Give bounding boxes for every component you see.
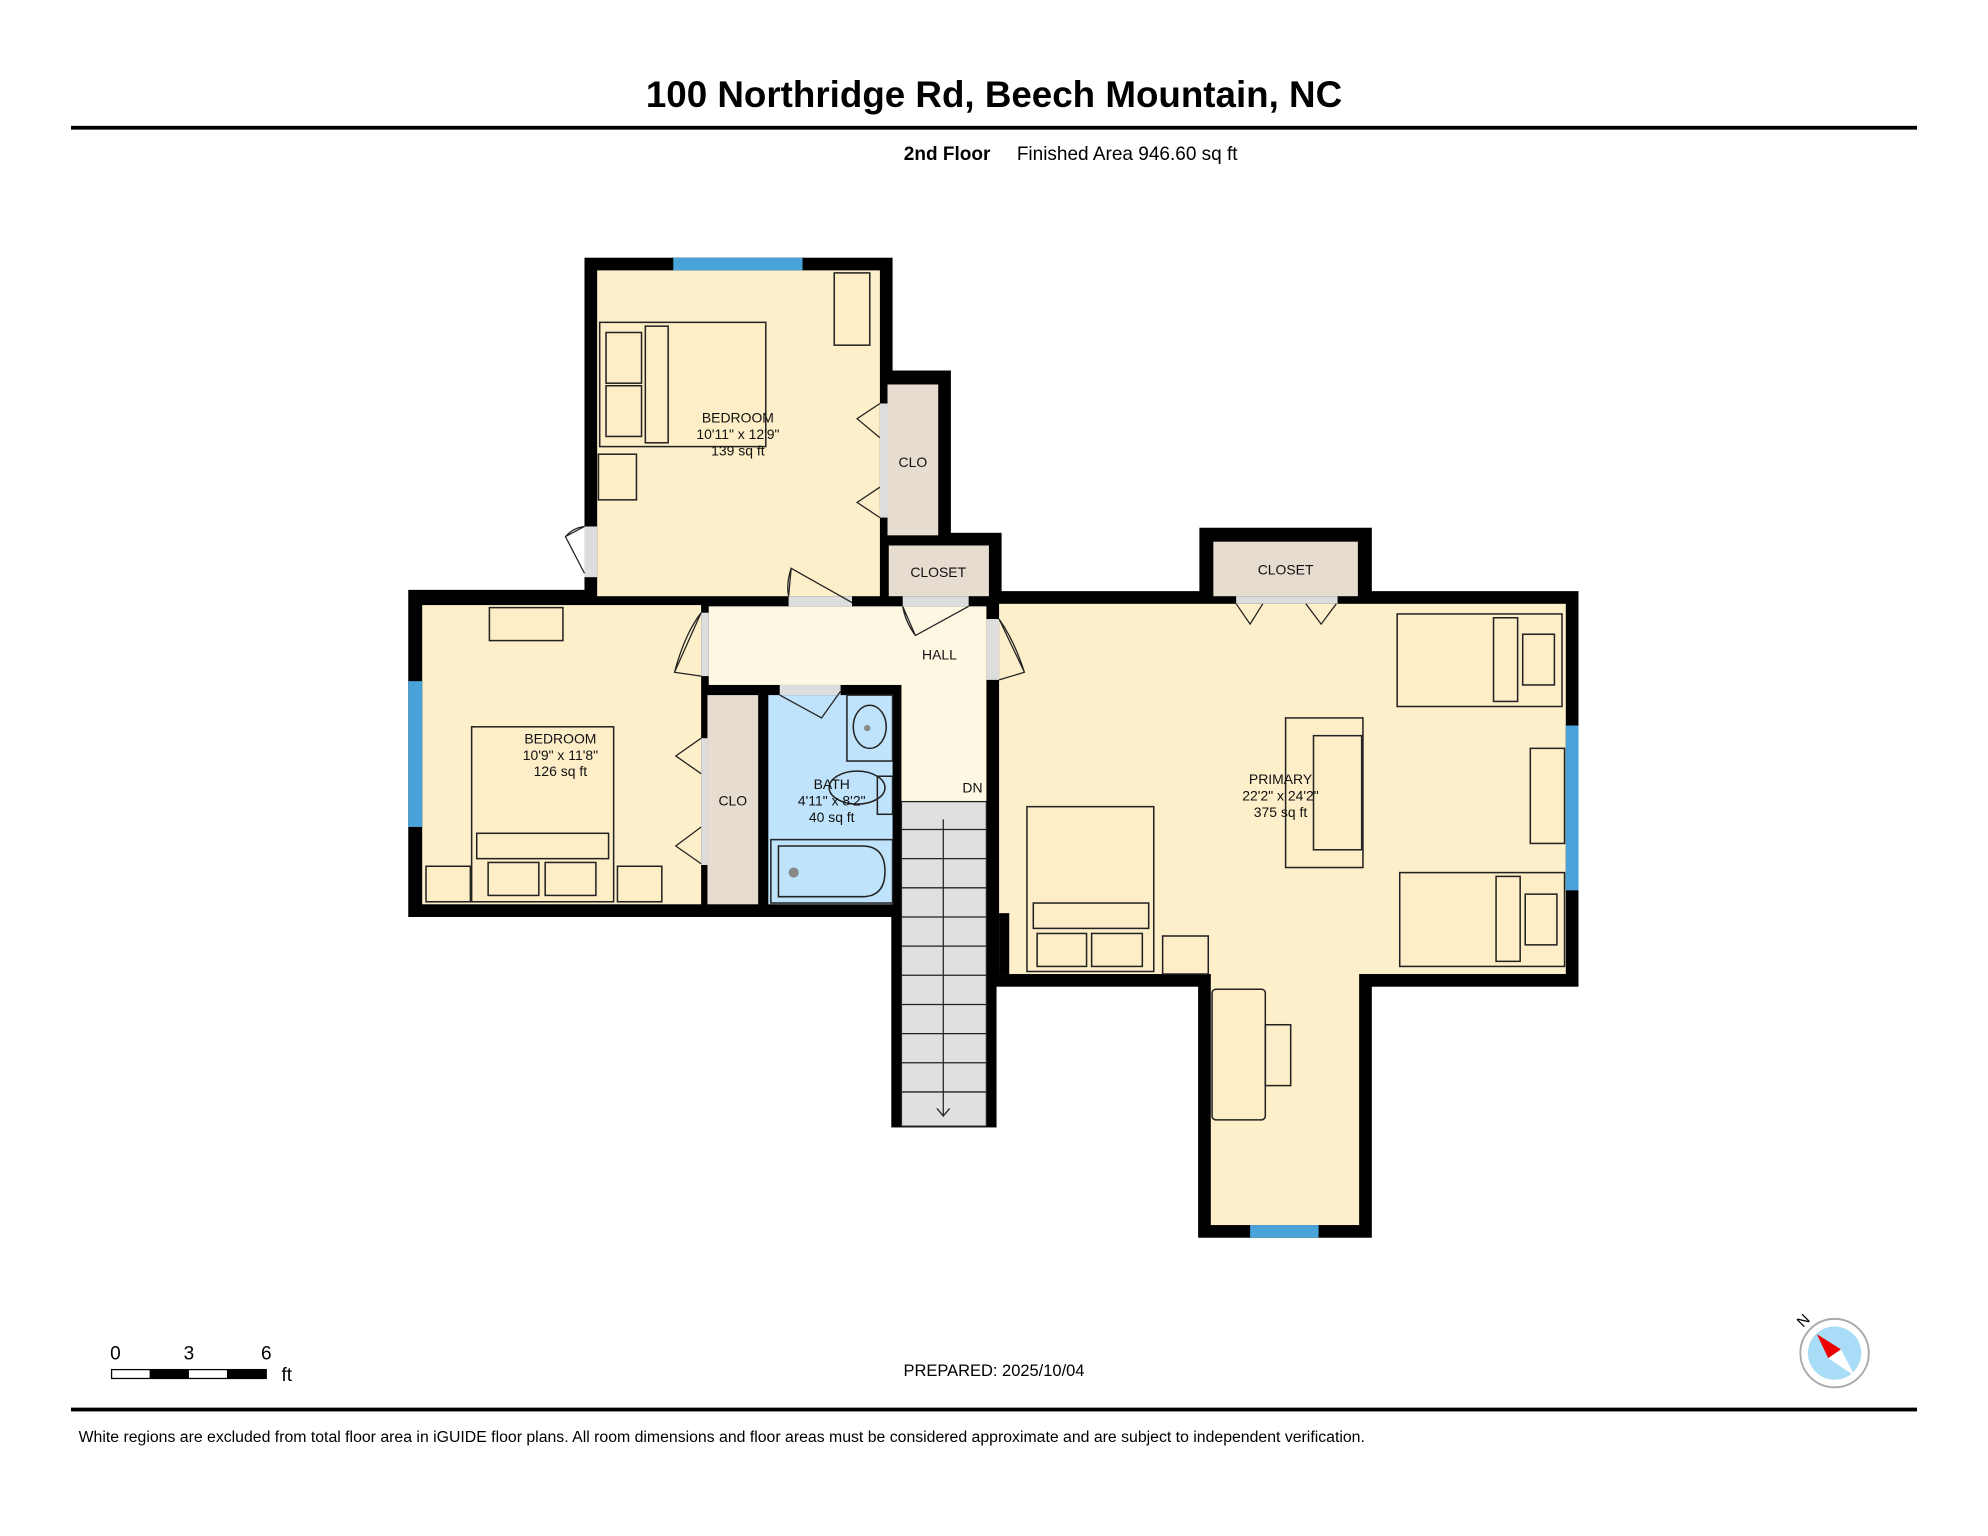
north-compass-icon: N	[1794, 1311, 1870, 1389]
closet1-label: CLOSET	[910, 564, 966, 580]
door-swings[interactable]	[564, 402, 1337, 865]
nightstand-right	[616, 865, 663, 903]
wall-stub	[999, 913, 1010, 975]
bedroom1-label: BEDROOM 10'11" x 12'9" 139 sq ft	[696, 410, 779, 459]
hall-floor	[708, 606, 987, 685]
svg-text:PRIMARY: PRIMARY	[1249, 771, 1312, 787]
vanity	[846, 694, 894, 762]
footer-divider	[71, 1407, 1917, 1412]
svg-text:0: 0	[110, 1343, 121, 1364]
toilet-icon	[828, 770, 886, 805]
svg-text:ft: ft	[281, 1365, 292, 1386]
sink-icon	[852, 704, 887, 750]
closet2-label: CLOSET	[1258, 562, 1314, 578]
svg-text:10'9" x 11'8": 10'9" x 11'8"	[523, 747, 598, 763]
hall-label: HALL	[922, 647, 957, 663]
svg-text:22'2" x 24'2": 22'2" x 24'2"	[1242, 787, 1318, 803]
bed-primary-2	[1398, 871, 1566, 968]
clo1-label: CLO	[899, 454, 928, 470]
dresser-bedroom2	[488, 606, 564, 642]
sofa	[1284, 717, 1364, 869]
svg-text:6: 6	[261, 1343, 272, 1364]
nightstand-bedroom1	[597, 453, 638, 501]
furniture	[425, 272, 1566, 1121]
prepared-date: PREPARED: 2025/10/04	[904, 1362, 1085, 1380]
primary-label: PRIMARY 22'2" x 24'2" 375 sq ft	[1242, 771, 1318, 820]
clo1-floor	[887, 384, 939, 536]
clo2-label: CLO	[718, 792, 747, 808]
stairs-down-label: DN	[962, 780, 982, 796]
bath-floor	[768, 695, 893, 905]
bed-primary-1	[1396, 613, 1563, 708]
staircase	[900, 800, 988, 1127]
svg-text:375 sq ft: 375 sq ft	[1254, 804, 1308, 820]
svg-text:4'11" x 8'2": 4'11" x 8'2"	[798, 792, 866, 808]
clo2-floor	[707, 695, 759, 905]
chair	[1264, 1023, 1292, 1087]
bed-bedroom1	[598, 321, 767, 448]
windows	[408, 257, 1579, 1238]
nightstand-left	[425, 865, 472, 903]
nightstand-primary	[1161, 935, 1210, 975]
bed-bedroom2	[470, 726, 615, 903]
svg-text:BATH: BATH	[814, 776, 850, 792]
scale-bar: 0 3 6 ft	[110, 1343, 293, 1386]
door-openings	[584, 403, 1338, 865]
page-title: 100 Northridge Rd, Beech Mountain, NC	[646, 74, 1342, 115]
svg-text:40 sq ft: 40 sq ft	[809, 809, 855, 825]
closet1-floor	[888, 545, 989, 597]
desk	[1211, 988, 1267, 1121]
tv-stand	[1529, 747, 1566, 845]
svg-text:126 sq ft: 126 sq ft	[534, 763, 588, 779]
svg-text:139 sq ft: 139 sq ft	[711, 442, 765, 458]
svg-text:BEDROOM: BEDROOM	[702, 410, 774, 426]
hall-corridor-floor	[901, 682, 987, 803]
svg-text:10'11" x 12'9": 10'11" x 12'9"	[696, 426, 779, 442]
header-divider	[71, 125, 1917, 130]
floor-label: 2nd Floor	[904, 144, 991, 165]
finished-area: Finished Area 946.60 sq ft	[1017, 144, 1238, 165]
closet2-floor	[1213, 541, 1358, 597]
bathtub-icon	[770, 838, 894, 904]
bed-primary-3	[1026, 805, 1155, 973]
dresser-bedroom1	[833, 272, 871, 346]
svg-text:BEDROOM: BEDROOM	[524, 730, 596, 746]
footer-disclaimer: White regions are excluded from total fl…	[79, 1429, 1365, 1446]
svg-text:3: 3	[184, 1343, 195, 1364]
bath-label: BATH 4'11" x 8'2" 40 sq ft	[798, 776, 866, 825]
bedroom2-label: BEDROOM 10'9" x 11'8" 126 sq ft	[523, 730, 598, 779]
